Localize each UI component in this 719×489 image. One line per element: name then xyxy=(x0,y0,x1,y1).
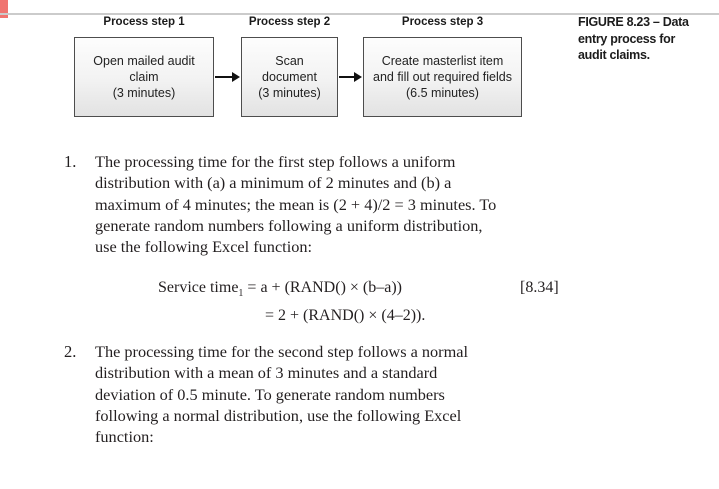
list-item-2-text: The processing time for the second step … xyxy=(95,342,469,447)
process-step-3-title: Process step 3 xyxy=(401,16,484,28)
list-item-1-text: The processing time for the first step f… xyxy=(95,152,497,257)
top-divider-rule xyxy=(0,13,719,15)
flow-arrow-1-head-icon xyxy=(232,71,240,82)
process-step-1-title: Process step 1 xyxy=(103,16,185,28)
flow-arrow-2-line xyxy=(339,76,354,78)
process-step-3-box: Create masterlist item and fill out requ… xyxy=(363,37,522,117)
figure-caption: FIGURE 8.23 – Data entry process for aud… xyxy=(578,15,689,62)
flow-arrow-1-line xyxy=(215,76,232,78)
list-item-1-number: 1. xyxy=(64,152,77,171)
process-step-2-box: Scan document (3 minutes) xyxy=(241,37,338,117)
equation-line-2: = 2 + (RAND() × (4–2)). xyxy=(265,307,426,324)
equation-reference: [8.34] xyxy=(520,279,559,296)
equation-subscript: 1 xyxy=(238,288,244,299)
equation-line-1: Service time1 = a + (RAND() × (b–a)) xyxy=(158,277,402,305)
equation-lhs: Service time xyxy=(158,279,239,296)
process-step-2-title: Process step 2 xyxy=(248,16,331,28)
page-edge-marker xyxy=(0,0,8,18)
list-item-2-number: 2. xyxy=(64,342,77,361)
flow-arrow-2-head-icon xyxy=(354,71,362,82)
equation-rhs-1: = a + (RAND() × (b–a)) xyxy=(243,279,402,296)
process-step-1-box: Open mailed audit claim (3 minutes) xyxy=(74,37,214,117)
